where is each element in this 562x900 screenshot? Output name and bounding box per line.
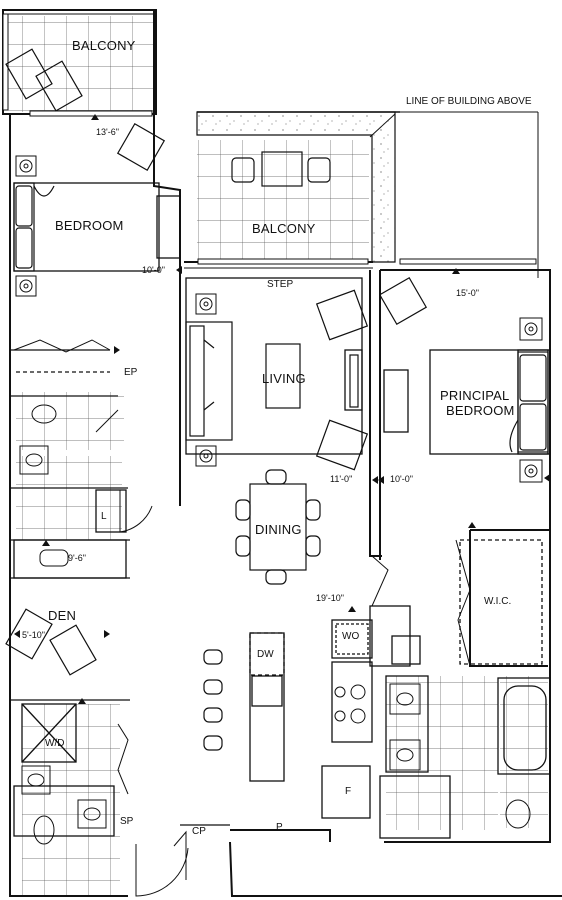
bedroom-bed [13,182,549,453]
lamps [15,155,543,483]
fixture-cp: CP [192,826,206,837]
toilets-sinks [19,404,531,845]
tiled-areas [8,16,548,896]
fixture-l: L [101,511,107,522]
dim-5-10: 5'-10" [22,630,45,640]
room-label-wic: W.I.C. [484,596,512,607]
room-label-balcony-mid: BALCONY [252,221,316,236]
room-label-bedroom: BEDROOM [55,218,124,233]
fixture-wd: W/D [45,738,65,749]
island-stools [203,649,223,751]
dim-9-6: 9'-6" [68,553,86,563]
cooktop [334,684,366,724]
dining-furniture [231,151,331,585]
fixture-sp: SP [120,816,134,827]
fixture-f: F [345,786,352,797]
windows [2,13,537,265]
room-label-principal-1: PRINCIPAL [440,388,510,403]
dim-13-6: 13'-6" [96,127,119,137]
room-label-living: LIVING [262,371,306,386]
fixture-wo: WO [342,631,360,642]
room-label-dining: DINING [255,522,302,537]
note-line-of-building: LINE OF BUILDING ABOVE [406,96,532,107]
dim-10-0-bedroom: 10'-0" [142,265,165,275]
note-step: STEP [267,279,294,290]
room-label-balcony-top: BALCONY [72,38,136,53]
fixture-p: P [276,822,283,833]
room-label-principal-2: BEDROOM [446,403,515,418]
fixture-ep: EP [124,367,138,378]
balcony-chairs [5,48,97,676]
dimension-markers [14,114,550,704]
room-label-den: DEN [48,608,77,623]
living-furniture [116,122,428,471]
doors [13,339,471,897]
dim-19-10: 19'-10" [316,593,344,603]
dim-10-0-principal: 10'-0" [390,474,413,484]
dim-15-0: 15'-0" [456,288,479,298]
fixture-dw: DW [257,649,274,660]
dim-11-0: 11'-0" [330,474,353,484]
